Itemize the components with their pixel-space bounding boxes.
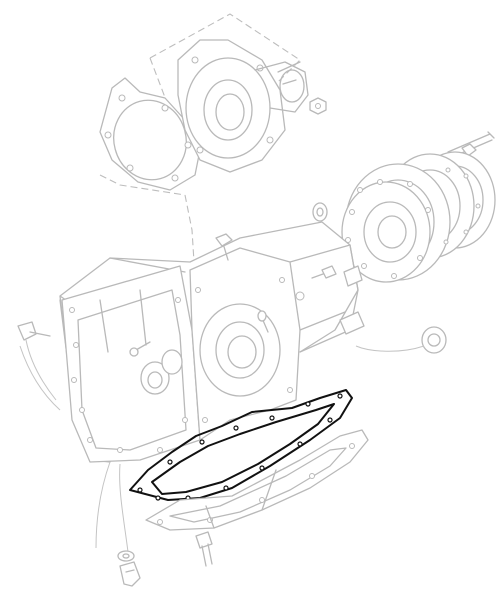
bearing-housing (177, 39, 309, 173)
bush-small (312, 202, 328, 222)
sump-plate (145, 429, 369, 531)
clutch-disc-stack (341, 151, 496, 283)
selector-lever (17, 321, 61, 411)
rear-seal (355, 326, 447, 354)
nut-small (309, 97, 327, 115)
gearbox-casing (59, 221, 359, 463)
lead-lines (95, 461, 129, 553)
drain-bolt (195, 531, 213, 567)
filler-plug (117, 550, 141, 587)
casing-bolts (129, 233, 365, 357)
sump-gasket (129, 389, 353, 501)
